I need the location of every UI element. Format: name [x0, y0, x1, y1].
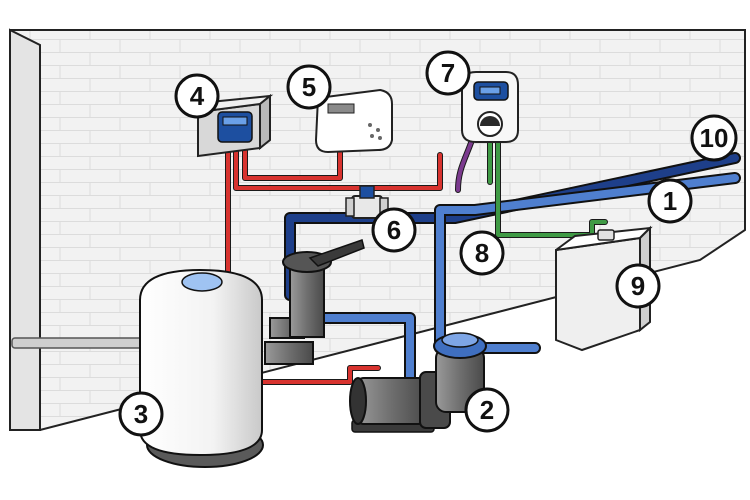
callout-8-label: 8	[475, 238, 489, 268]
callout-4-label: 4	[190, 81, 205, 111]
callout-1: 1	[647, 178, 693, 224]
chlorinator-controller	[314, 88, 393, 154]
callout-2: 2	[464, 387, 510, 433]
callout-6-label: 6	[387, 215, 401, 245]
callout-6: 6	[371, 207, 417, 253]
callout-9-label: 9	[631, 271, 645, 301]
callout-2-label: 2	[480, 395, 494, 425]
callout-1-label: 1	[663, 186, 677, 216]
callout-3: 3	[118, 391, 164, 437]
callout-3-label: 3	[134, 399, 148, 429]
sensor-cell	[345, 185, 389, 219]
callout-5-label: 5	[302, 72, 316, 102]
circulation-pump	[349, 332, 487, 433]
callout-10: 10	[690, 114, 738, 162]
callout-8: 8	[459, 230, 505, 276]
purple-tube	[455, 137, 475, 193]
callout-7-label: 7	[441, 58, 455, 88]
callout-10-label: 10	[700, 123, 729, 153]
red-electrical-cables	[225, 147, 443, 385]
callout-4: 4	[174, 73, 220, 119]
callout-7: 7	[425, 50, 471, 96]
dosing-pump	[461, 71, 519, 143]
sand-filter-tank	[139, 268, 264, 468]
callout-5: 5	[286, 64, 332, 110]
multiport-valve	[264, 239, 365, 365]
grey-pipe	[11, 337, 153, 349]
callout-9: 9	[615, 263, 661, 309]
